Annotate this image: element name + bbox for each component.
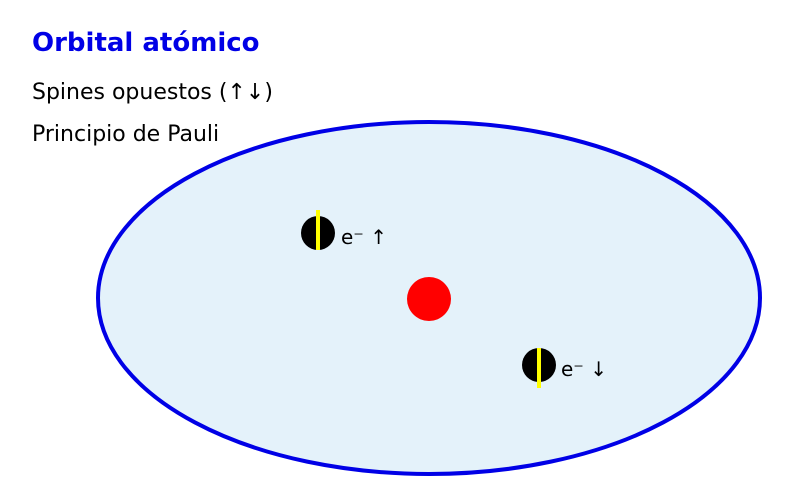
page-title: Orbital atómico <box>32 28 260 58</box>
spin-caption: Spines opuestos (↑↓) <box>32 80 273 105</box>
electron-down-label: e⁻ ↓ <box>561 357 607 381</box>
electron-up: e⁻ ↑ <box>301 210 387 250</box>
pauli-caption: Principio de Pauli <box>32 122 220 147</box>
electron-up-label: e⁻ ↑ <box>341 225 387 249</box>
nucleus <box>407 277 451 321</box>
electron-down: e⁻ ↓ <box>522 348 607 388</box>
